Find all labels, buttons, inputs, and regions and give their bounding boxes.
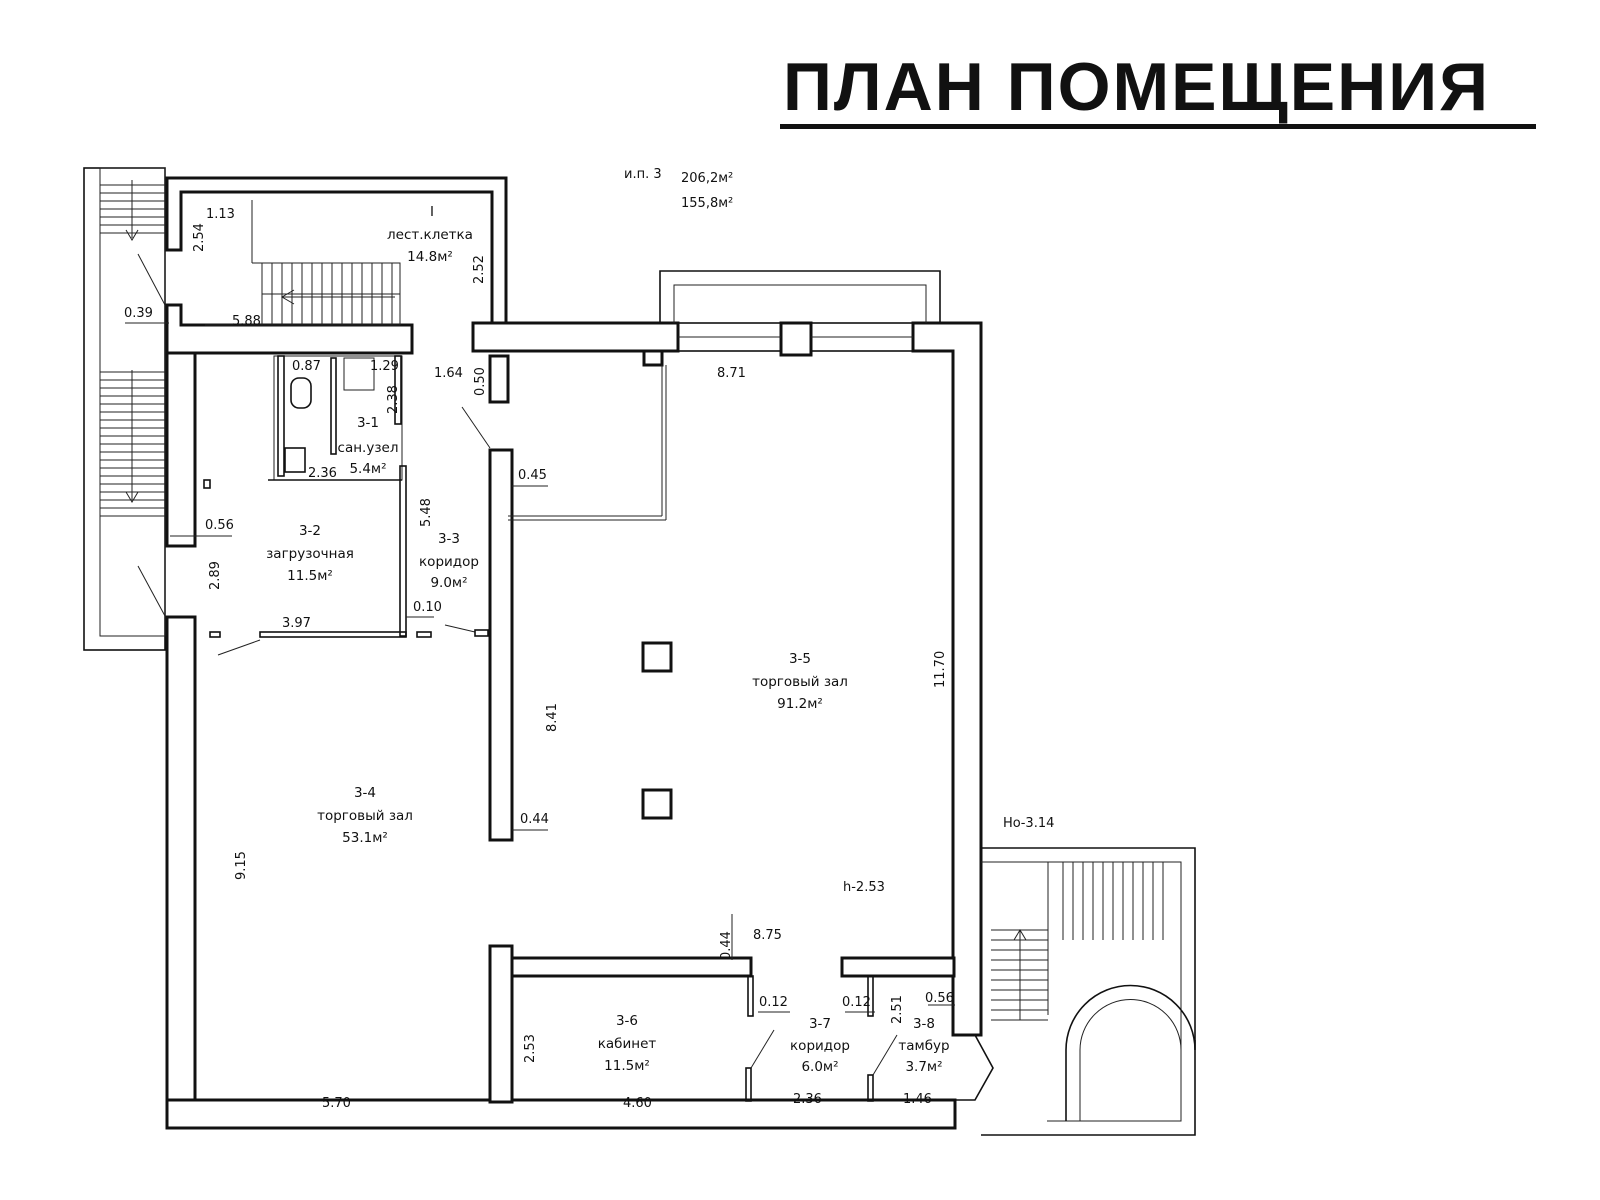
room-i-num: I <box>430 204 434 220</box>
dim-0-10: 0.10 <box>413 600 442 615</box>
dim-1-29: 1.29 <box>370 359 399 374</box>
dim-9-15: 9.15 <box>234 851 249 880</box>
dim-8-75: 8.75 <box>753 928 782 943</box>
dim-0-87: 0.87 <box>292 359 321 374</box>
room-3-4-area: 53.1м² <box>342 830 388 846</box>
room-3-5-name: торговый зал <box>752 674 848 690</box>
room-i-name: лест.клетка <box>387 227 473 243</box>
dim-0-45: 0.45 <box>518 468 547 483</box>
dim-0-56-left: 0.56 <box>205 518 234 533</box>
left-exterior-staircase <box>83 167 166 651</box>
dim-0-44-low: 0.44 <box>719 931 734 960</box>
total-area: 206,2м² <box>681 171 733 186</box>
partitions <box>209 365 994 1102</box>
dim-1-46: 1.46 <box>903 1092 932 1107</box>
room-3-7-name: коридор <box>790 1038 850 1054</box>
dim-5-88: 5.88 <box>232 314 261 329</box>
room-3-3-area: 9.0м² <box>430 575 467 591</box>
room-3-4-num: 3-4 <box>354 785 376 801</box>
building-walls <box>165 176 983 1130</box>
room-3-8-num: 3-8 <box>913 1016 935 1032</box>
dim-4-60: 4.60 <box>623 1096 652 1111</box>
room-i-area: 14.8м² <box>407 249 453 265</box>
dim-0-12-left: 0.12 <box>759 995 788 1010</box>
dim-2-38: 2.38 <box>386 385 401 414</box>
sanitary-node <box>203 355 407 637</box>
title-underline <box>780 124 1536 129</box>
dim-0-44-mid: 0.44 <box>520 812 549 827</box>
plan-code: и.п. 3 <box>624 167 662 182</box>
room-3-1-name: сан.узел <box>338 440 399 456</box>
room-3-8-name: тамбур <box>898 1038 949 1054</box>
dim-2-52: 2.52 <box>472 255 487 284</box>
ground-mark: Но-3.14 <box>1003 816 1054 831</box>
dim-2-54: 2.54 <box>192 223 207 252</box>
room-3-3-name: коридор <box>419 554 479 570</box>
room-3-2-name: загрузочная <box>266 546 354 562</box>
internal-staircase <box>251 200 491 449</box>
room-3-2-area: 11.5м² <box>287 568 333 584</box>
dim-2-36-top: 2.36 <box>308 466 337 481</box>
dim-5-48: 5.48 <box>419 498 434 527</box>
room-3-5-area: 91.2м² <box>777 696 823 712</box>
dim-8-71: 8.71 <box>717 366 746 381</box>
ceiling-height: h-2.53 <box>843 880 885 895</box>
dim-11-70: 11.70 <box>933 651 948 688</box>
dimension-labels: 1.13 2.54 2.52 0.39 5.88 0.87 1.29 2.38 … <box>124 207 954 1111</box>
room-3-3-num: 3-3 <box>438 531 460 547</box>
dim-5-70: 5.70 <box>322 1096 351 1111</box>
room-3-6-area: 11.5м² <box>604 1058 650 1074</box>
dim-0-50: 0.50 <box>473 367 488 396</box>
dim-1-13: 1.13 <box>206 207 235 222</box>
dim-2-53: 2.53 <box>523 1034 538 1063</box>
dim-2-36-bottom: 2.36 <box>793 1092 822 1107</box>
useful-area: 155,8м² <box>681 196 733 211</box>
dimension-lines <box>125 322 955 1013</box>
room-3-6-name: кабинет <box>598 1036 657 1052</box>
room-3-1-num: 3-1 <box>357 415 379 431</box>
dim-0-56-right: 0.56 <box>925 991 954 1006</box>
dim-1-64: 1.64 <box>434 366 463 381</box>
dim-2-51: 2.51 <box>890 995 905 1024</box>
dim-2-89: 2.89 <box>208 561 223 590</box>
room-3-8-area: 3.7м² <box>905 1059 942 1075</box>
room-3-7-num: 3-7 <box>809 1016 831 1032</box>
dim-8-41: 8.41 <box>545 703 560 732</box>
plan-title: ПЛАН ПОМЕЩЕНИЯ <box>783 49 1490 125</box>
room-3-7-area: 6.0м² <box>801 1059 838 1075</box>
room-3-2-num: 3-2 <box>299 523 321 539</box>
right-exterior-staircase <box>981 847 1196 1136</box>
room-labels: I лест.клетка 14.8м² 3-1 сан.узел 5.4м² … <box>266 204 949 1075</box>
room-3-5-num: 3-5 <box>789 651 811 667</box>
room-3-6-num: 3-6 <box>616 1013 638 1029</box>
dim-3-97: 3.97 <box>282 616 311 631</box>
room-3-4-name: торговый зал <box>317 808 413 824</box>
dim-0-12-right: 0.12 <box>842 995 871 1010</box>
dim-0-39: 0.39 <box>124 306 153 321</box>
room-3-1-area: 5.4м² <box>349 461 386 477</box>
